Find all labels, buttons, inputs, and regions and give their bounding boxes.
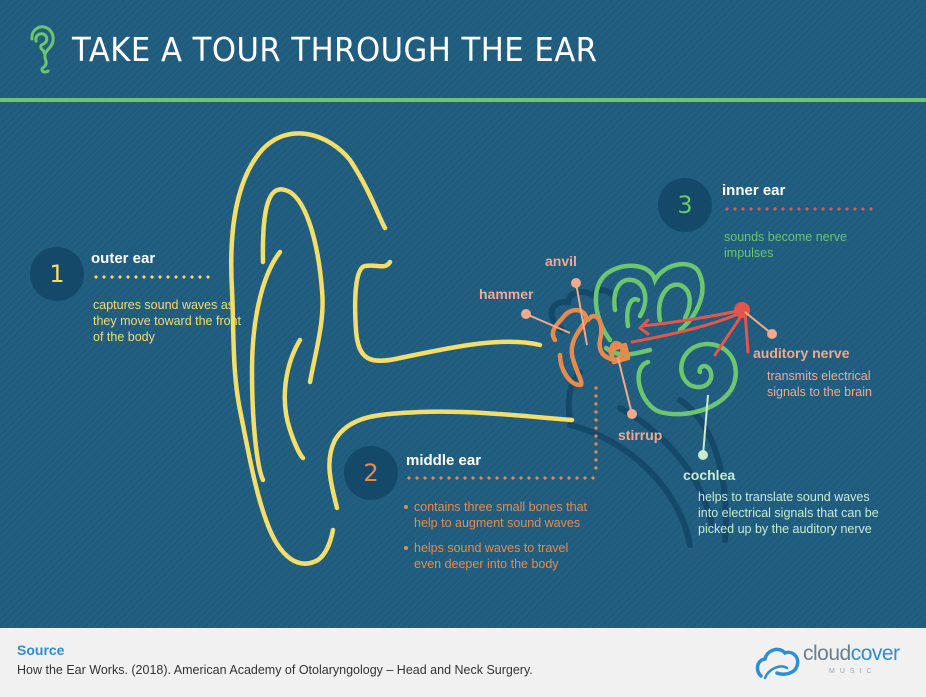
brand-name: cloudcover [803,642,900,665]
source-title: Source [17,642,65,658]
brand-subtitle: MUSIC [829,668,877,675]
middle-ear-divider [405,476,597,480]
inner-ear-description: sounds become nerve impulses [724,230,847,260]
section-number-1: 1 [30,247,84,301]
ear-anatomy-diagram [229,131,777,566]
middle-ear-title: middle ear [406,452,482,469]
cochlea-label: cochlea [683,467,736,483]
cochlea-description: helps to translate sound waves into elec… [698,490,879,536]
auditory-nerve-description: transmits electrical signals to the brai… [767,369,872,399]
section-number-3: 3 [658,178,712,232]
header-divider [0,98,926,102]
infographic-panel: TAKE A TOUR THROUGH THE EAR [0,0,926,628]
outer-ear-divider [92,275,212,279]
middle-ear-bullets: contains three small bones that help to … [404,499,594,581]
stirrup-label: stirrup [618,427,663,443]
page-title: TAKE A TOUR THROUGH THE EAR [72,30,598,69]
hammer-label: hammer [479,286,534,302]
outer-ear-title: outer ear [91,250,156,267]
brand-logo: cloudcover MUSIC [755,640,915,684]
inner-ear-title: inner ear [722,182,786,199]
middle-ear-bullet: helps sound waves to travel even deeper … [404,540,594,572]
section-number-2: 2 [344,446,398,500]
middle-ear-bullet: contains three small bones that help to … [404,499,594,531]
ear-icon [30,25,55,74]
header: TAKE A TOUR THROUGH THE EAR [0,0,926,100]
anvil-label: anvil [545,253,577,269]
auditory-nerve-label: auditory nerve [753,345,850,361]
inner-ear-divider [723,207,875,211]
source-citation: How the Ear Works. (2018). American Acad… [17,663,533,677]
footer: Source How the Ear Works. (2018). Americ… [0,628,926,697]
outer-ear-description: captures sound waves as they move toward… [93,298,241,344]
cloud-icon [755,647,800,680]
